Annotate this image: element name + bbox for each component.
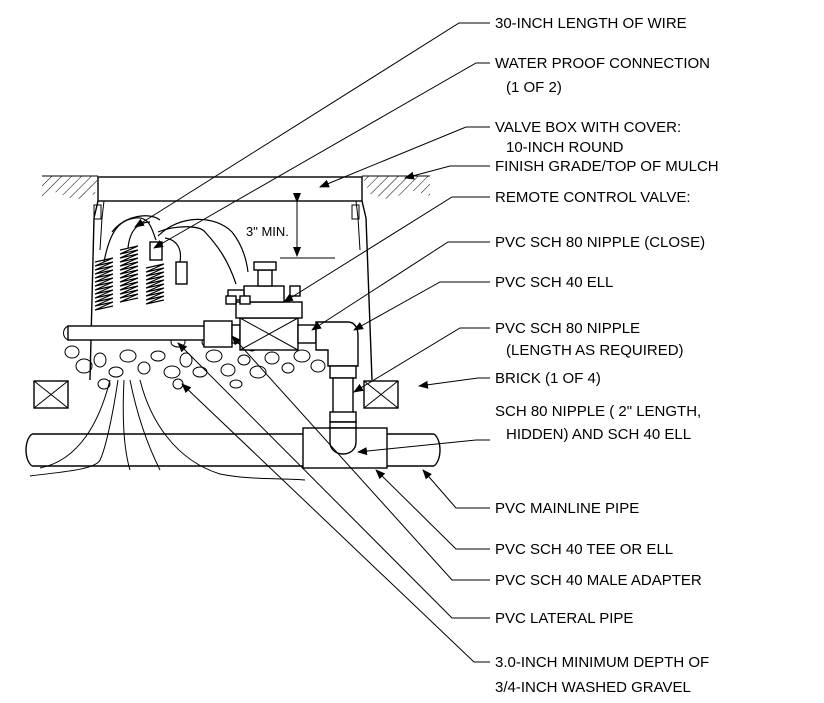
label-remote-valve: REMOTE CONTROL VALVE:: [495, 189, 691, 206]
remote-control-valve: [225, 261, 303, 351]
label-sch80-2in: SCH 80 NIPPLE ( 2" LENGTH,: [495, 403, 701, 420]
wire-coils: [94, 215, 249, 311]
mainline-pipe: [25, 427, 441, 469]
label-valve-box-size: 10-INCH ROUND: [506, 139, 624, 156]
label-brick: BRICK (1 OF 4): [495, 370, 601, 387]
label-sch80-2in-ell: HIDDEN) AND SCH 40 ELL: [506, 426, 691, 443]
label-sch40-ell: PVC SCH 40 ELL: [495, 274, 613, 291]
leader-lines: [134, 22, 490, 663]
field-wires: [29, 379, 306, 481]
brick-right: [363, 380, 399, 409]
label-sch80-nipple-length: (LENGTH AS REQUIRED): [506, 342, 684, 359]
male-adapter: [203, 320, 241, 348]
label-waterproof-count: (1 OF 2): [506, 79, 562, 96]
label-male-adapter: PVC SCH 40 MALE ADAPTER: [495, 572, 702, 589]
label-waterproof: WATER PROOF CONNECTION: [495, 55, 710, 72]
label-valve-box: VALVE BOX WITH COVER:: [495, 119, 681, 136]
label-lateral: PVC LATERAL PIPE: [495, 610, 633, 627]
brick-left: [33, 380, 69, 409]
valve-box: [89, 176, 373, 381]
label-gravel: 3.0-INCH MINIMUM DEPTH OF: [495, 654, 709, 671]
dimension-3in: 3" MIN.: [246, 193, 335, 259]
label-gravel-size: 3/4-INCH WASHED GRAVEL: [495, 679, 691, 696]
label-mainline: PVC MAINLINE PIPE: [495, 500, 639, 517]
dimension-label: 3" MIN.: [246, 224, 289, 239]
label-sch80-close: PVC SCH 80 NIPPLE (CLOSE): [495, 234, 705, 251]
label-wire: 30-INCH LENGTH OF WIRE: [495, 15, 687, 32]
lateral-pipe: [63, 325, 209, 341]
callout-labels: 30-INCH LENGTH OF WIRE WATER PROOF CONNE…: [495, 15, 719, 696]
label-finish-grade: FINISH GRADE/TOP OF MULCH: [495, 158, 719, 175]
label-tee-ell: PVC SCH 40 TEE OR ELL: [495, 541, 673, 558]
ground-soil: [42, 175, 430, 200]
label-sch80-nipple: PVC SCH 80 NIPPLE: [495, 320, 640, 337]
